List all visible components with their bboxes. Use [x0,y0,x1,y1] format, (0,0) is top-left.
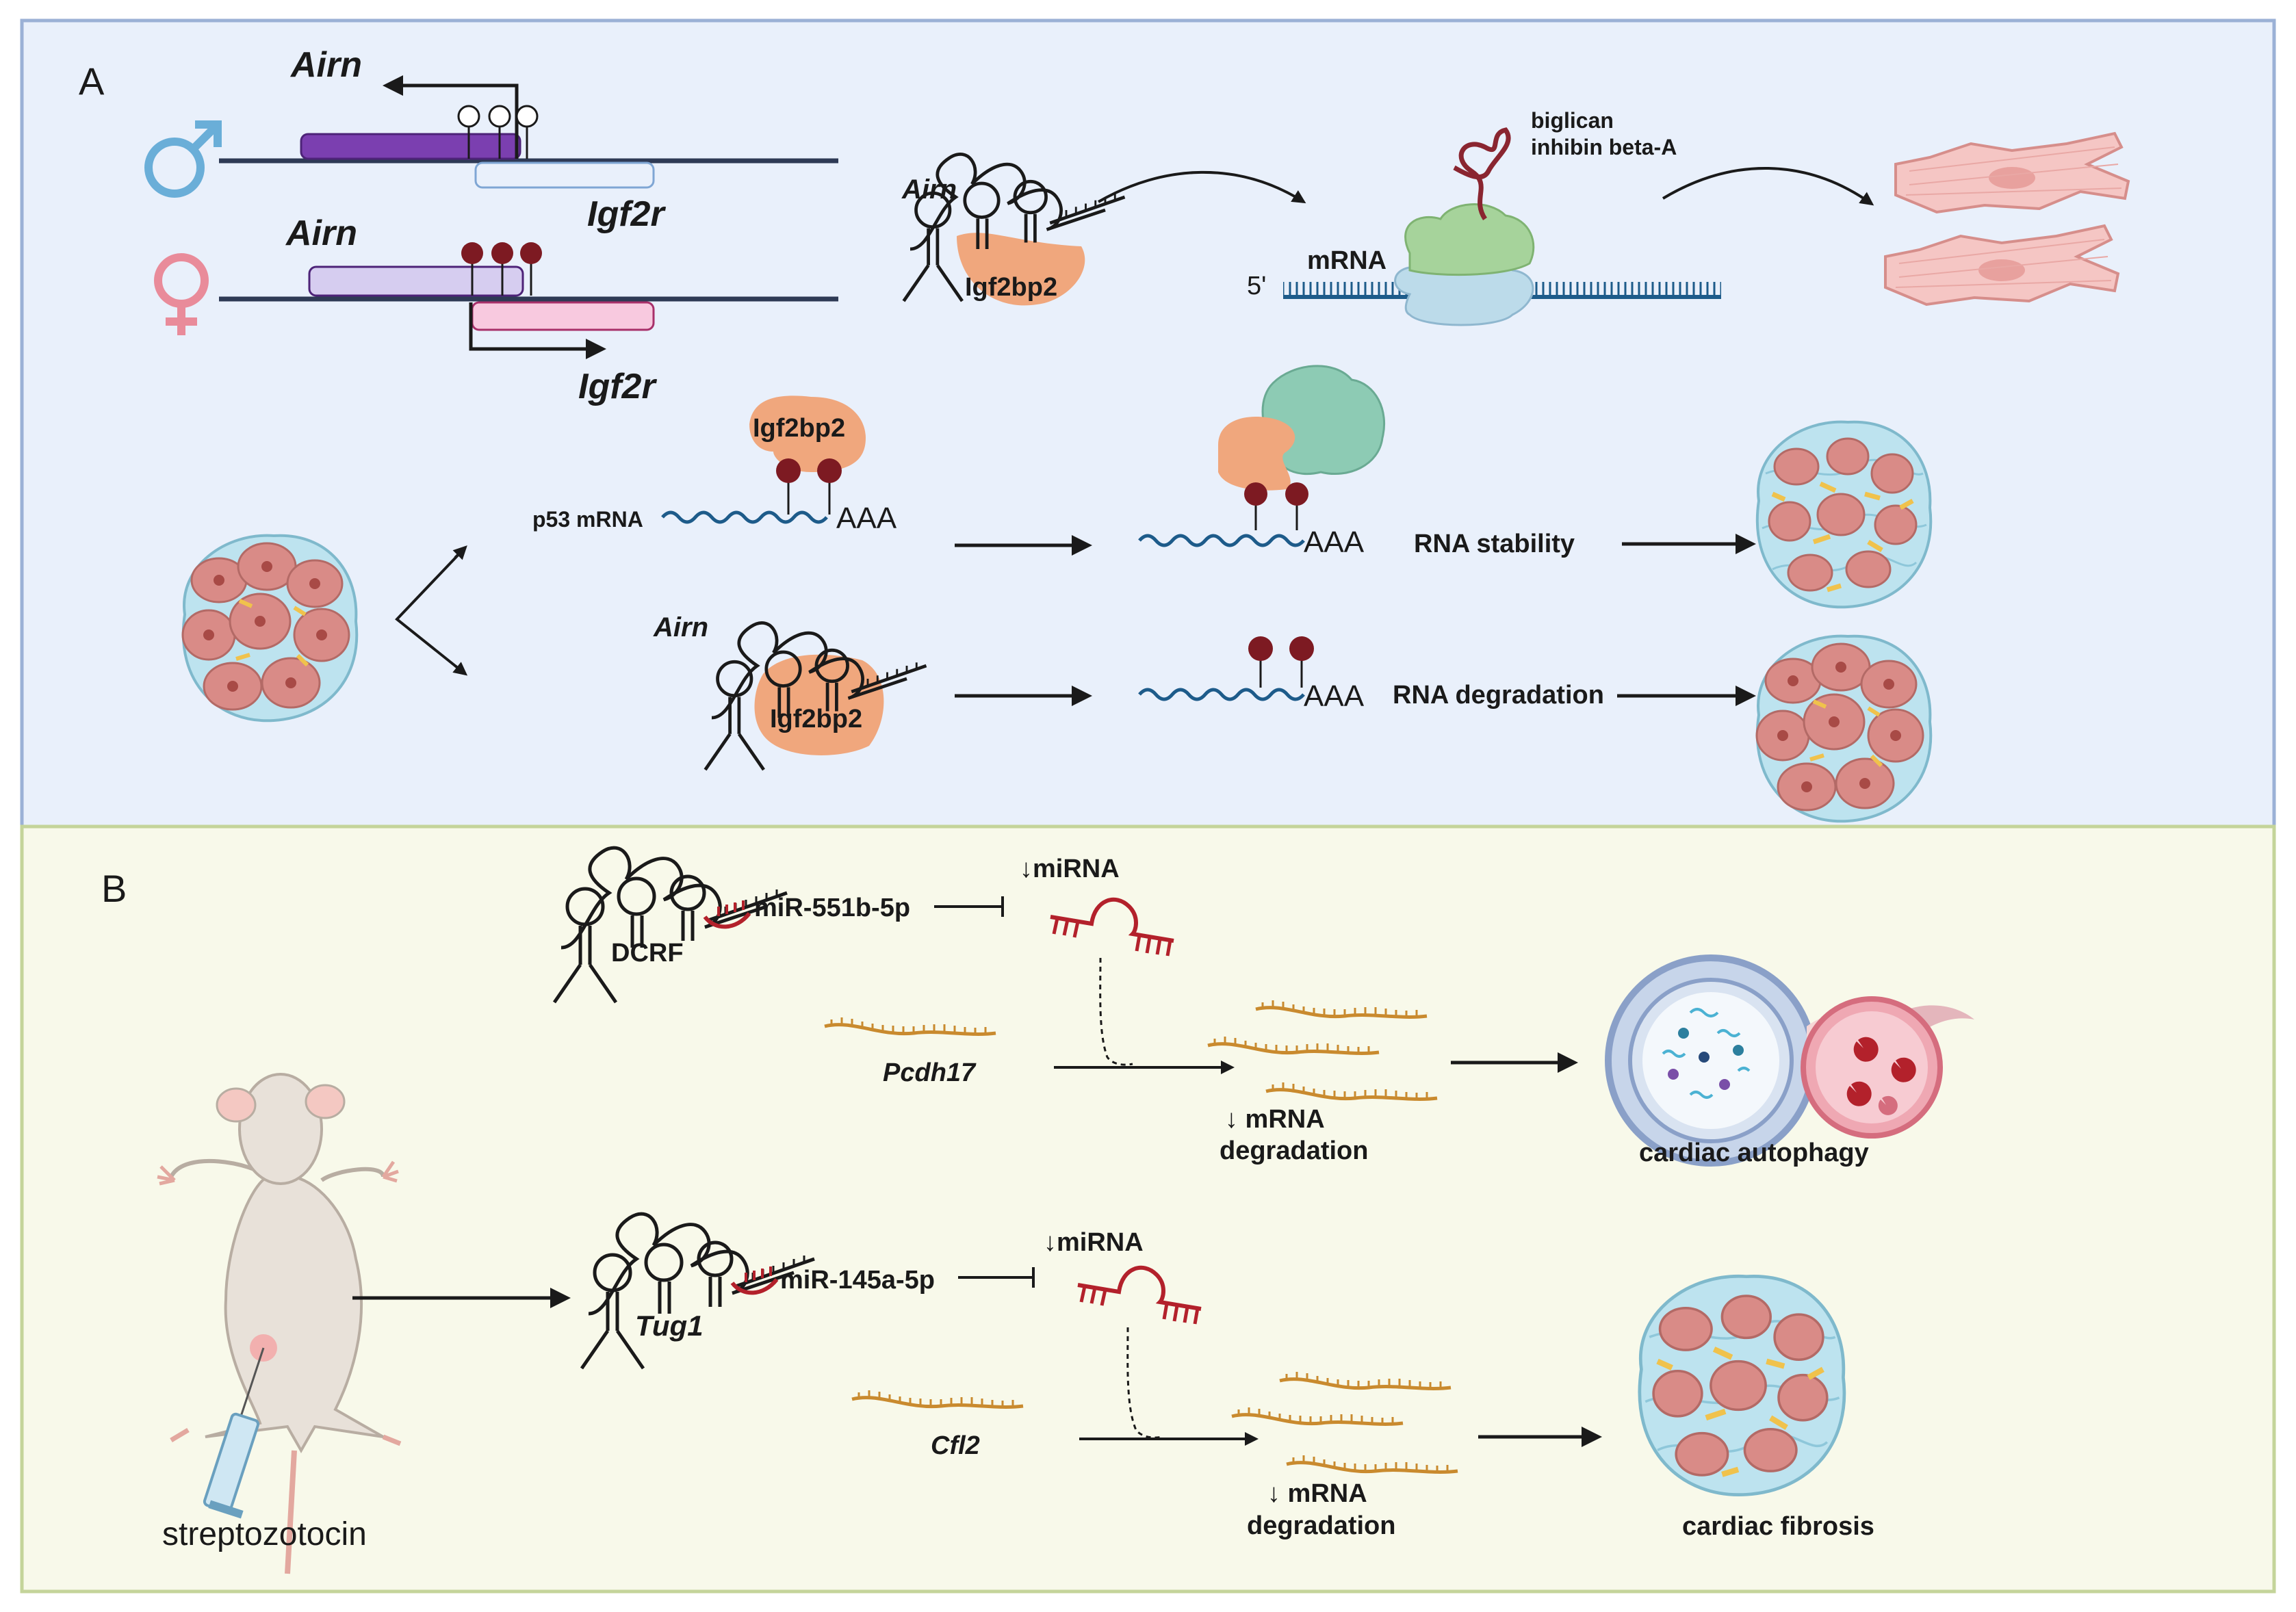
igf2r-gene-silenced [474,161,655,189]
mir-145a-label: miR-145a-5p [780,1266,935,1295]
panel-a-letter: A [79,60,105,103]
female-symbol-icon [154,253,209,335]
fibrotic-tissue-icon [1757,422,1931,608]
airn-igf2bp2-complex [904,154,1125,306]
airn-label-bottom: Airn [285,213,357,253]
syringe-icon [203,1347,265,1519]
cfl2-label: Cfl2 [931,1431,980,1460]
airn-gene-silenced [308,265,524,297]
tug1-lncrna [582,1214,814,1368]
healthy-tissue-icon [1757,636,1931,822]
mouse-icon [157,1073,402,1574]
aaa-label-2: AAA [1304,525,1365,559]
five-prime-label: 5' [1247,272,1266,300]
igf2r-label-bottom: Igf2r [578,367,657,406]
airn-transcription-arrow [383,75,519,159]
dashed-regulation-1 [1099,957,1133,1066]
cardiac-fibrosis-icon [1640,1276,1844,1494]
protein-inhibin-label: inhibin beta-A [1531,135,1677,159]
tug1-label: Tug1 [635,1310,704,1342]
igf2bp2-p53-binding [662,395,866,522]
mrna-deg-2-line1: ↓ mRNA [1267,1479,1367,1508]
degraded-p53-mrna [1139,636,1314,699]
cardiac-tissue-icon [183,536,357,721]
pcdh17-label: Pcdh17 [883,1058,977,1087]
airn-gene-active [300,133,521,160]
male-symbol-icon [144,120,222,198]
split-arrows [395,546,467,675]
rna-degradation-label: RNA degradation [1393,681,1604,710]
inhibition-bar-1 [934,896,1004,917]
rna-stability-label: RNA stability [1414,530,1575,558]
igf2bp2-lower-label: Igf2bp2 [770,705,862,733]
igf2bp2-upper-label: Igf2bp2 [753,414,845,443]
mrna-deg-1-line1: ↓ mRNA [1225,1105,1325,1134]
mrna-deg-1-line2: degradation [1220,1136,1368,1165]
airn-lower-label: Airn [653,612,708,642]
protein-biglican-label: biglican [1531,108,1614,133]
mir-551b-label: miR-551b-5p [754,894,910,922]
airn-complex-label: Airn [901,174,957,205]
mrna-deg-2-line2: degradation [1247,1511,1395,1540]
dashed-regulation-2 [1126,1327,1163,1439]
mrna-label: mRNA [1307,246,1386,275]
autophagosome-lysosome-icon [1605,954,1974,1167]
panel-b [20,824,2276,1594]
ribosome-icon [1283,127,1721,326]
dcrf-lncrna [554,848,787,1002]
inhibition-bar-2 [958,1267,1035,1288]
p53-mrna-label: p53 mRNA [532,507,643,532]
airn-igf2bp2-lower-complex [706,623,927,770]
igf2r-label-top: Igf2r [587,194,666,234]
complex-to-translation-arrow [1097,170,1306,204]
unmethylated-cpg-marks [457,105,539,159]
stabilized-p53-complex [1139,365,1386,545]
igf2bp2-complex-label: Igf2bp2 [965,273,1057,302]
aaa-label-3: AAA [1304,679,1365,713]
igf2r-transcription-arrow [469,302,606,359]
mirna-down-2-label: ↓miRNA [1044,1228,1144,1257]
dcrf-label: DCRF [611,939,684,967]
mirna-down-1-label: ↓miRNA [1020,855,1120,883]
cardiac-fibrosis-label: cardiac fibrosis [1682,1512,1874,1541]
panel-b-letter: B [101,867,127,910]
methylated-cpg-marks [461,242,542,296]
igf2r-gene-active [471,301,655,331]
airn-label-top: Airn [289,45,362,85]
translation-to-cardiomyocyte-arrow [1662,166,1874,206]
streptozotocin-label: streptozotocin [162,1516,367,1552]
aaa-label-1: AAA [836,502,897,535]
cardiac-autophagy-label: cardiac autophagy [1639,1139,1869,1167]
